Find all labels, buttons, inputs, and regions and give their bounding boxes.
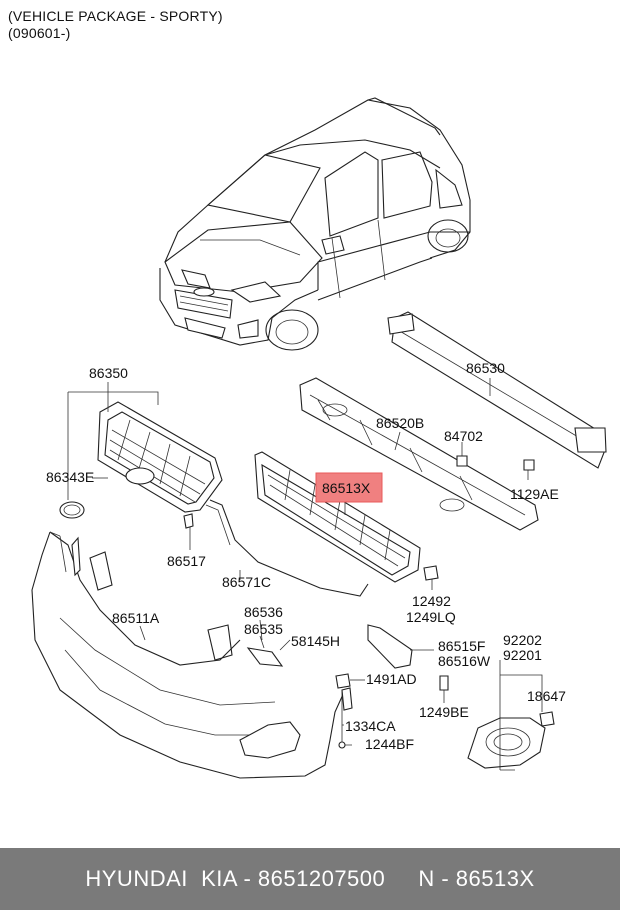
label-92201[interactable]: 92201: [503, 647, 542, 663]
label-86513x[interactable]: 86513X: [322, 480, 371, 496]
production-date: (090601-): [8, 25, 71, 41]
label-84702[interactable]: 84702: [444, 428, 483, 444]
car-illustration: [159, 97, 471, 351]
label-1129ae[interactable]: 1129AE: [510, 486, 559, 502]
screw-1249be: [439, 675, 449, 691]
bolt-1129ae: [523, 459, 535, 471]
label-1249lq[interactable]: 1249LQ: [406, 609, 456, 625]
energy-absorber: [299, 377, 539, 531]
label-86536[interactable]: 86536: [244, 604, 283, 620]
label-86530[interactable]: 86530: [466, 360, 505, 376]
bulb-18647: [539, 711, 555, 727]
package-title: (VEHICLE PACKAGE - SPORTY): [8, 8, 223, 24]
bracket-86535: [246, 647, 284, 667]
trim-strip: [209, 499, 369, 597]
highlighted-part-box: [315, 472, 383, 503]
label-1334ca[interactable]: 1334CA: [345, 718, 396, 734]
diagram-header: (VEHICLE PACKAGE - SPORTY) (090601-): [8, 8, 223, 42]
lower-grille-part: [254, 451, 421, 583]
label-86350[interactable]: 86350: [89, 365, 128, 381]
screw-1244bf: [338, 741, 346, 749]
bumper-beam: [387, 311, 607, 469]
label-1491ad[interactable]: 1491AD: [366, 671, 417, 687]
clip: [183, 513, 194, 529]
emblem-inner: [63, 504, 81, 516]
parts-diagram: 86350 86343E 86517 86571C 86513X 86520B …: [31, 97, 607, 779]
fog-lamp: [467, 717, 546, 769]
label-1249be[interactable]: 1249BE: [419, 704, 469, 720]
radiator-grille: [97, 401, 223, 513]
trim-strip-inner: [205, 504, 231, 546]
label-86571c[interactable]: 86571C: [222, 574, 271, 590]
bracket-86515f: [367, 624, 413, 669]
screw-12492: [423, 565, 439, 581]
part-84702: [456, 455, 468, 467]
emblem: [59, 501, 85, 519]
label-86511a[interactable]: 86511A: [112, 610, 160, 626]
clip-1334ca: [341, 687, 353, 711]
label-58145h[interactable]: 58145H: [291, 633, 340, 649]
label-86515f[interactable]: 86515F: [438, 638, 485, 654]
label-86520b[interactable]: 86520B: [376, 415, 424, 431]
label-86516w[interactable]: 86516W: [438, 653, 491, 669]
label-86517[interactable]: 86517: [167, 553, 206, 569]
label-86535[interactable]: 86535: [244, 621, 283, 637]
clip-1491ad: [335, 673, 351, 689]
label-1244bf[interactable]: 1244BF: [365, 736, 414, 752]
label-86343e[interactable]: 86343E: [46, 469, 94, 485]
label-12492[interactable]: 12492: [412, 593, 451, 609]
front-bumper-cover: [31, 531, 346, 779]
footer-part-number: HYUNDAI KIA - 8651207500 N - 86513X: [85, 866, 535, 891]
leader-lines: [67, 378, 543, 771]
label-92202[interactable]: 92202: [503, 632, 542, 648]
footer-bar: HYUNDAI KIA - 8651207500 N - 86513X: [0, 848, 620, 910]
label-18647[interactable]: 18647: [527, 688, 566, 704]
